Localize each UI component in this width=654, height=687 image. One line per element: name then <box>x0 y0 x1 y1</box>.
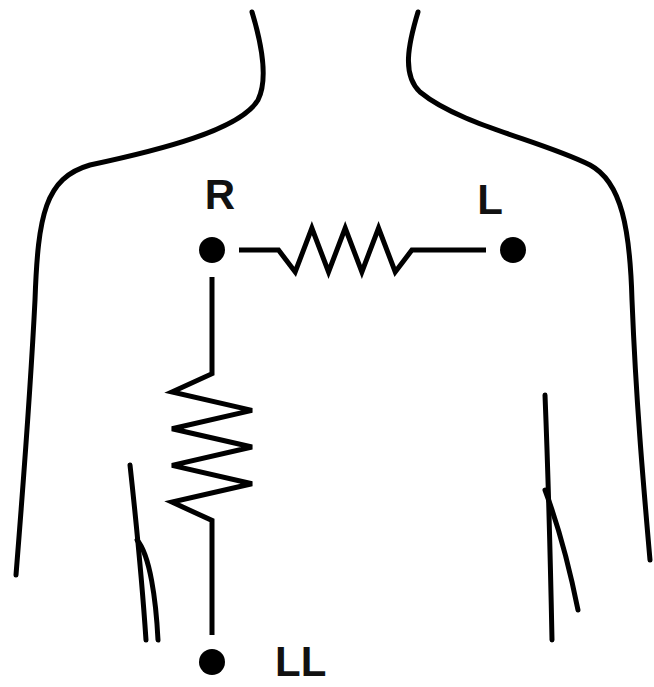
electrode-label: L <box>477 179 503 221</box>
electrode-dot <box>500 237 526 263</box>
right-arm-inner-2 <box>545 490 578 610</box>
electrode-dot <box>199 237 225 263</box>
resistor-symbol <box>172 277 252 635</box>
electrode-label: LL <box>275 641 326 683</box>
electrode-label: R <box>205 174 235 216</box>
resistor-symbol <box>239 228 486 272</box>
right-neck-shoulder <box>408 12 650 560</box>
left-arm-inner-2 <box>137 540 158 640</box>
right-arm-inner <box>545 395 552 640</box>
electrode-dot <box>199 649 225 675</box>
